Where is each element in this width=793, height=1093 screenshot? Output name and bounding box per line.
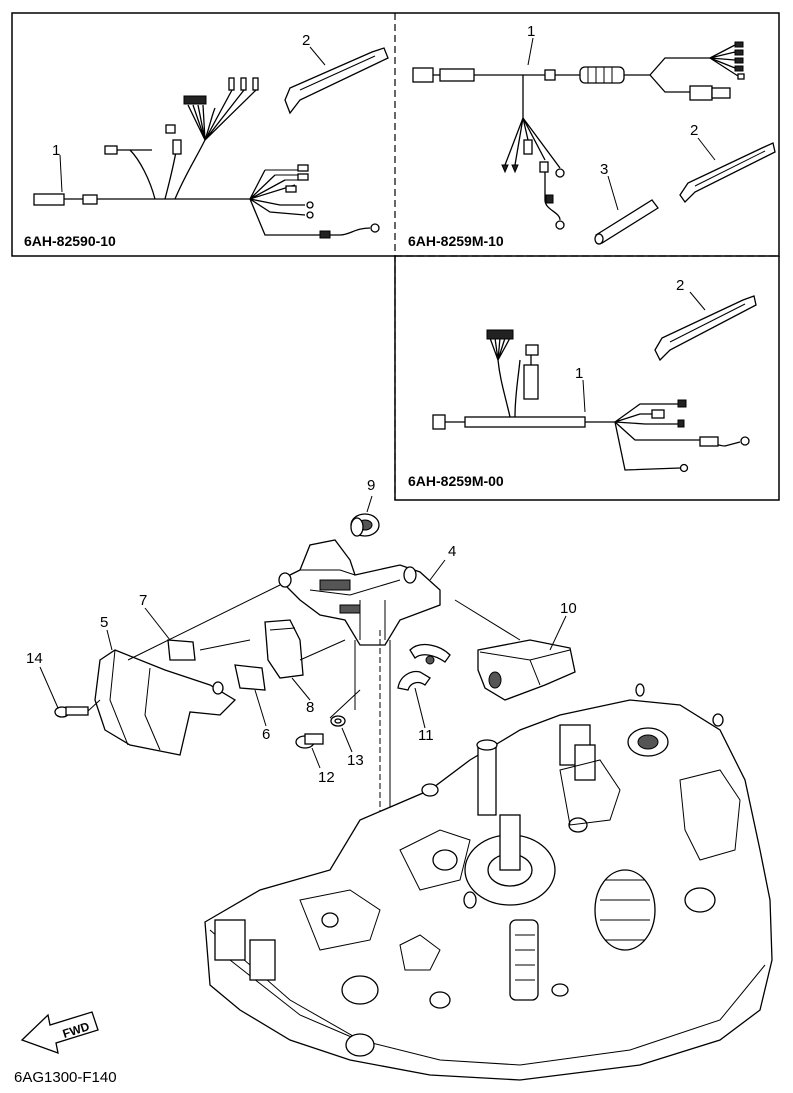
kit-frames xyxy=(11,12,780,501)
callout-11: 11 xyxy=(418,727,434,744)
fwd-arrow: FWD xyxy=(20,1011,99,1055)
kit-a-part-code: 6AH-82590-10 xyxy=(24,233,116,249)
figure-id: 6AG1300-F140 xyxy=(14,1069,117,1086)
grommet[interactable] xyxy=(350,513,380,537)
corrugated-tube xyxy=(579,66,625,84)
callout-14: 14 xyxy=(26,650,43,667)
callout-kit-a-2: 2 xyxy=(302,32,310,49)
callout-kit-c-2: 2 xyxy=(676,277,684,294)
callout-12: 12 xyxy=(318,769,335,786)
callout-7: 7 xyxy=(139,592,147,609)
wire-harness-c[interactable] xyxy=(432,329,750,473)
cable-tie-a[interactable] xyxy=(284,47,389,115)
main-assembly: 9 4 7 5 10 14 8 6 11 13 12 xyxy=(26,477,577,950)
callout-8: 8 xyxy=(306,699,314,716)
wire-harness-a[interactable] xyxy=(33,77,380,239)
callout-kit-c-1: 1 xyxy=(575,365,583,382)
cover[interactable] xyxy=(94,649,237,756)
wire-harness-b[interactable] xyxy=(412,41,745,230)
kit-c-group: 2 1 6AH-8259M-00 xyxy=(408,277,757,489)
protector-tube[interactable] xyxy=(594,199,659,245)
bolt-12[interactable] xyxy=(295,733,324,749)
callout-13: 13 xyxy=(347,752,364,769)
kit-b-group: 1 2 3 6AH-8259M-10 xyxy=(408,23,776,249)
kit-c-part-code: 6AH-8259M-00 xyxy=(408,473,504,489)
callout-10: 10 xyxy=(560,600,577,617)
plate[interactable] xyxy=(167,639,196,661)
kit-frame-lower xyxy=(394,256,780,501)
clamp[interactable] xyxy=(397,643,451,691)
bracket[interactable] xyxy=(278,539,441,646)
kit-a-group: 1 2 6AH-82590-10 xyxy=(24,32,389,249)
callout-kit-a-1: 1 xyxy=(52,142,60,159)
callout-6: 6 xyxy=(262,726,270,743)
cable-tie-c[interactable] xyxy=(654,295,757,362)
washer[interactable] xyxy=(330,715,346,727)
plate-small[interactable] xyxy=(234,664,266,691)
callout-kit-b-2: 2 xyxy=(690,122,698,139)
bolt-14[interactable] xyxy=(54,706,89,718)
callout-4: 4 xyxy=(448,543,456,560)
holder[interactable] xyxy=(264,619,304,679)
kit-b-part-code: 6AH-8259M-10 xyxy=(408,233,504,249)
callout-5: 5 xyxy=(100,614,108,631)
callout-kit-b-1: 1 xyxy=(527,23,535,40)
relay-cover[interactable] xyxy=(477,639,576,701)
engine-block xyxy=(204,683,773,1081)
callout-kit-b-3: 3 xyxy=(600,161,608,178)
callout-9: 9 xyxy=(367,477,375,494)
cable-tie-b[interactable] xyxy=(679,142,776,204)
